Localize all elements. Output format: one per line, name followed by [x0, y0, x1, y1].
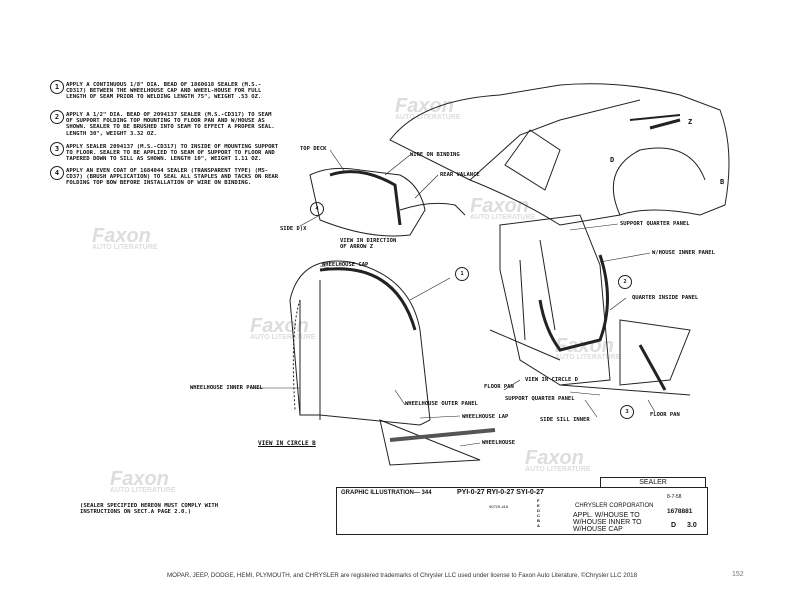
- title-block: GRAPHIC ILLUSTRATION— 344 PYI-0-27 RYI-0…: [336, 487, 708, 535]
- label-support-quarter-panel-2: SUPPORT QUARTER PANEL: [505, 396, 575, 402]
- label-support-quarter-panel: SUPPORT QUARTER PANEL: [620, 221, 690, 227]
- top-deck-sketch: [309, 167, 466, 237]
- footnote: (SEALER SPECIFIED HEREON MUST COMPLY WIT…: [80, 503, 219, 516]
- page-number: 152: [732, 571, 744, 578]
- leader-lines: [250, 149, 656, 447]
- label-wheelhouse: WHEELHOUSE: [482, 440, 516, 446]
- section: D: [671, 522, 677, 529]
- callout-2: 2: [618, 275, 632, 289]
- callout-b: B: [720, 178, 725, 186]
- label-wheelhouse-lap: WHEELHOUSE LAP: [462, 414, 509, 420]
- part-number: 90729-416: [489, 504, 509, 509]
- drawing-number: 1678881: [667, 508, 693, 515]
- wheelhouse-sketch: [289, 260, 496, 466]
- company-name: CHRYSLER CORPORATION: [575, 503, 654, 509]
- model-codes: PYI-0-27 RYI-0-27 SYI-0-27: [457, 489, 544, 496]
- callout-z: Z: [688, 118, 693, 126]
- title-sealer: SEALER: [600, 477, 706, 488]
- label-floor-pan: FLOOR PAN: [484, 384, 514, 390]
- label-view-circle-b: VIEW IN CIRCLE B: [258, 440, 316, 447]
- label-wheelhouse-outer-panel: WHEELHOUSE OUTER PANEL: [405, 401, 478, 407]
- label-whouse-inner-panel: W/HOUSE INNER PANEL: [652, 250, 715, 256]
- label-top-deck: TOP DECK: [300, 146, 327, 152]
- label-side: SIDE D)X: [280, 226, 307, 232]
- callout-d: D: [610, 156, 615, 164]
- label-wire-on-binding: WIRE ON BINDING: [410, 152, 460, 158]
- label-wheelhouse-inner-panel: WHEELHOUSE INNER PANEL: [190, 385, 263, 391]
- callout-4: 4: [310, 202, 324, 216]
- callout-1: 1: [455, 267, 469, 281]
- label-quarter-inside-panel: QUARTER INSIDE PANEL: [632, 295, 699, 301]
- label-side-sill-inner: SIDE SILL INNER: [540, 417, 590, 423]
- label-floor-pan-2: FLOOR PAN: [650, 412, 680, 418]
- quarter-panel-sketch: [489, 214, 691, 396]
- callout-3: 3: [620, 405, 634, 419]
- page-ref: 3.0: [687, 522, 697, 529]
- label-wheelhouse-cap: WHEELHOUSE CAP: [322, 262, 369, 268]
- label-rear-valance: REAR VALANCE: [440, 172, 480, 178]
- arrow-z: [649, 118, 681, 130]
- graphic-illustration: GRAPHIC ILLUSTRATION— 344: [341, 490, 432, 496]
- date: 8-7-58: [667, 494, 682, 500]
- label-view-circle-d: VIEW IN CIRCLE D: [525, 377, 578, 383]
- trademark-footer: MOPAR, JEEP, DODGE, HEMI, PLYMOUTH, and …: [167, 572, 638, 579]
